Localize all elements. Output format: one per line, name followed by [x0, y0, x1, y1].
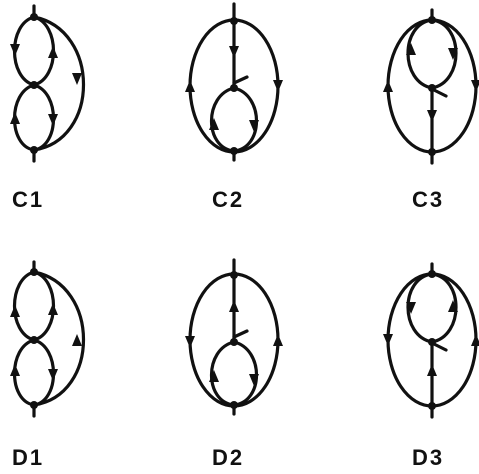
diagram-d1 [10, 260, 86, 418]
c3-vertex-top [428, 16, 436, 24]
d2-arrow-left-outer [185, 336, 195, 348]
d2-inner-loop [210, 340, 258, 407]
d1-upper-loop [13, 270, 55, 342]
d3-arrow-inner-right [448, 300, 458, 312]
d3-vertex-mid [428, 338, 436, 346]
d2-tick [232, 329, 249, 339]
d1-arrow-outer [72, 334, 82, 346]
label-c1: C1 [12, 187, 44, 212]
c2-arrow-inner-right [249, 120, 259, 132]
c2-arrow-right-outer [273, 80, 283, 92]
c3-arrow-right-outer [471, 80, 479, 92]
d1-arrow-left-lower [10, 364, 20, 376]
d1-arrow-inner-lower [48, 369, 58, 381]
c2-tick [232, 75, 249, 85]
c1-arrow-left-lower [10, 112, 20, 124]
d3-arrow-right-outer [471, 334, 479, 346]
d2-arrow-inner-left [209, 370, 219, 382]
d2-arrow-center [229, 300, 239, 312]
c3-arrow-inner-right [448, 48, 458, 60]
c1-vertex-top [30, 13, 38, 21]
c2-inner-loop [210, 86, 258, 153]
c3-vertex-bottom [428, 148, 436, 156]
c3-arrow-left-outer [383, 80, 393, 92]
d1-vertex-top [30, 268, 38, 276]
d1-lower-loop [13, 338, 55, 407]
diagram-d2 [185, 258, 283, 416]
c1-upper-loop [13, 15, 55, 87]
d2-vertex-top [230, 271, 238, 279]
c2-vertex-mid [230, 84, 238, 92]
diagram-c2 [185, 2, 283, 162]
d1-outer-arc [32, 270, 86, 407]
diagram-d3 [383, 262, 479, 419]
c1-arrow-outer [72, 73, 82, 85]
c2-vertex-bottom [230, 147, 238, 155]
c1-lower-loop [13, 83, 55, 152]
d1-arrow-left-upper [10, 305, 20, 317]
d3-inner-loop [406, 272, 458, 344]
d3-arrow-left-outer [383, 334, 393, 346]
c1-arrow-left-upper [10, 44, 20, 56]
diagram-c1 [10, 4, 86, 163]
d1-vertex-mid [30, 336, 38, 344]
c1-arrow-inner-lower [48, 114, 58, 126]
label-d3: D3 [412, 445, 444, 470]
d3-vertex-bottom [428, 402, 436, 410]
c2-arrow-left-outer [185, 80, 195, 92]
label-d2: D2 [212, 445, 244, 470]
d2-arrow-right-outer [273, 334, 283, 346]
label-d1: D1 [12, 445, 44, 470]
c1-outer-arc [32, 15, 86, 152]
label-c2: C2 [212, 187, 244, 212]
label-c3: C3 [412, 187, 444, 212]
c2-arrow-inner-left [209, 118, 219, 130]
diagram-c3 [383, 8, 479, 165]
c2-arrow-center [229, 46, 239, 58]
c3-arrow-inner-left [406, 43, 416, 55]
c3-vertex-mid [428, 84, 436, 92]
d2-vertex-bottom [230, 401, 238, 409]
c1-vertex-mid [30, 81, 38, 89]
d2-vertex-mid [230, 338, 238, 346]
d3-arrow-inner-left [406, 302, 416, 314]
d3-vertex-top [428, 270, 436, 278]
d3-arrow-center [427, 364, 437, 376]
c2-vertex-top [230, 17, 238, 25]
c3-arrow-center [427, 110, 437, 122]
c1-vertex-bottom [30, 146, 38, 154]
d1-vertex-bottom [30, 401, 38, 409]
d2-arrow-inner-right [249, 374, 259, 386]
d1-arrow-inner-upper [48, 303, 58, 315]
c1-arrow-inner-upper [48, 46, 58, 58]
